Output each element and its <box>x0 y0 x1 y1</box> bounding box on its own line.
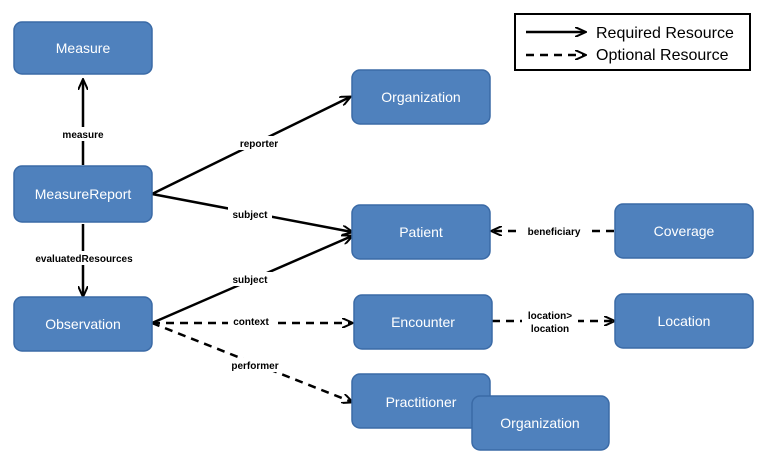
node-patient-label: Patient <box>399 224 443 240</box>
node-measure-label: Measure <box>56 40 111 56</box>
edge-label-reporter: reporter <box>240 139 278 150</box>
node-organization-top-label: Organization <box>381 89 460 105</box>
node-coverage[interactable]: Coverage <box>614 203 754 259</box>
edge-label-subject-observation: subject <box>232 275 268 286</box>
edge-label-location-1: location> <box>528 311 572 322</box>
legend-optional-label: Optional Resource <box>596 47 729 64</box>
node-patient[interactable]: Patient <box>351 204 491 260</box>
node-encounter[interactable]: Encounter <box>353 294 493 350</box>
node-organization-bottom-label: Organization <box>500 415 579 431</box>
edge-label-beneficiary: beneficiary <box>528 227 581 238</box>
node-coverage-label: Coverage <box>654 223 715 239</box>
node-measure[interactable]: Measure <box>13 21 153 75</box>
edges: measure reporter subject evaluatedResour… <box>28 80 614 402</box>
legend-box <box>514 13 751 71</box>
node-location[interactable]: Location <box>614 293 754 349</box>
edge-label-subject-report: subject <box>232 210 268 221</box>
legend: Required Resource Optional Resource <box>514 13 751 71</box>
node-observation[interactable]: Observation <box>13 296 153 352</box>
node-location-label: Location <box>658 313 711 329</box>
node-observation-label: Observation <box>45 316 120 332</box>
node-practitioner[interactable]: Practitioner <box>351 373 491 429</box>
edge-label-evaluated-resources: evaluatedResources <box>35 254 133 265</box>
nodes: Measure Organization MeasureReport Patie… <box>13 21 754 451</box>
edge-performer <box>151 321 352 402</box>
node-organization-top[interactable]: Organization <box>351 69 491 125</box>
node-organization-bottom[interactable]: Organization <box>471 395 610 451</box>
edge-label-measure: measure <box>62 130 104 141</box>
edge-label-performer: performer <box>231 361 278 372</box>
node-measure-report-label: MeasureReport <box>35 186 132 202</box>
edge-label-context: context <box>233 317 269 328</box>
legend-required-label: Required Resource <box>596 25 734 42</box>
node-practitioner-label: Practitioner <box>386 394 457 410</box>
node-measure-report[interactable]: MeasureReport <box>13 165 153 223</box>
edge-label-location-2: location <box>531 324 569 335</box>
node-encounter-label: Encounter <box>391 314 455 330</box>
